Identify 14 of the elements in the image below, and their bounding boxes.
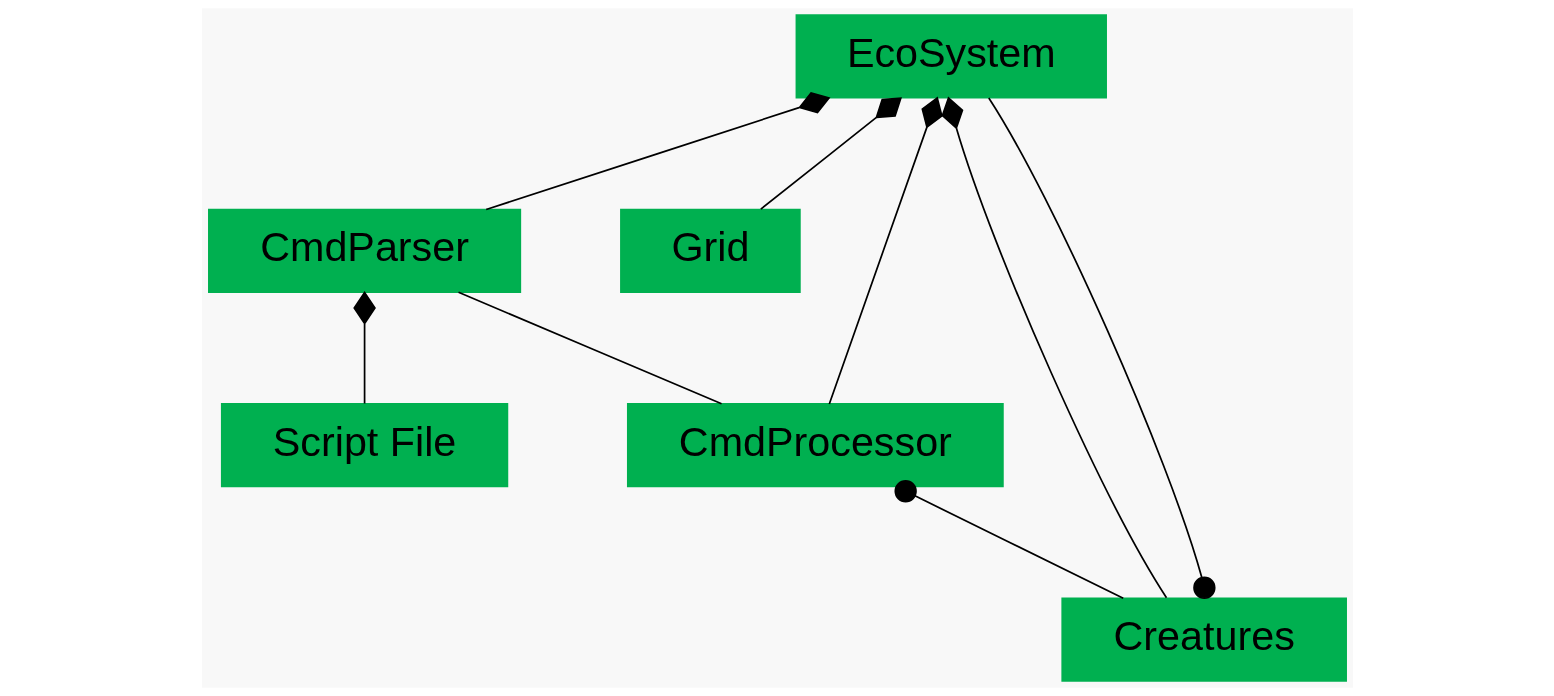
node-box: Creatures (1060, 597, 1347, 682)
connector (827, 96, 943, 405)
node-box: Grid (619, 208, 801, 293)
node-box: EcoSystem (795, 14, 1107, 99)
node-box: Script File (220, 403, 508, 488)
connector (759, 97, 902, 210)
node-box: CmdProcessor (626, 403, 1004, 488)
connector (352, 291, 376, 405)
connector (940, 96, 1167, 599)
connector (894, 480, 1124, 599)
connector (457, 291, 722, 405)
connector (987, 97, 1216, 599)
connector (484, 91, 830, 211)
node-box: CmdParser (207, 208, 521, 293)
